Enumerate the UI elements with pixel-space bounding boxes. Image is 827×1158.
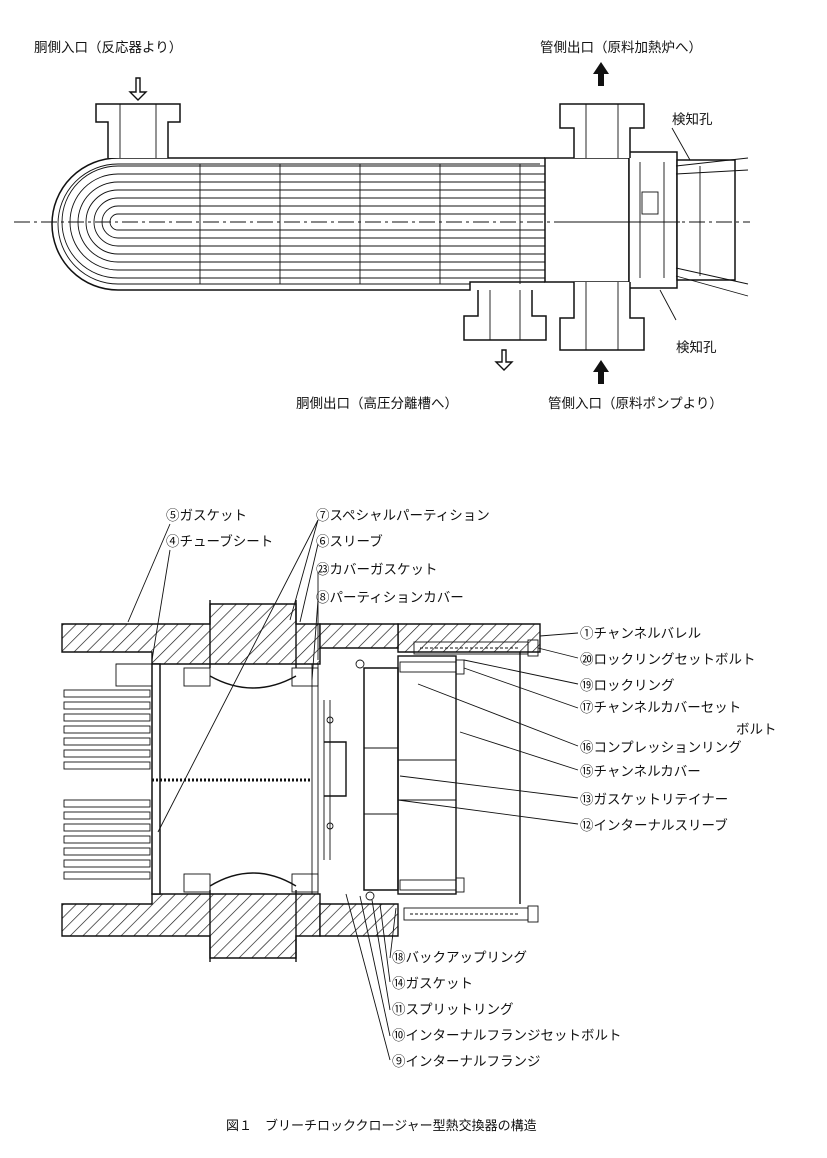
baffles: [199, 164, 521, 284]
tube-outlet-nozzle: [559, 103, 645, 158]
tube-end: [63, 859, 151, 868]
flow-arrow-shell-outlet: [494, 349, 514, 371]
part-label-channel-cover-setbolt-17-cont: ボルト: [736, 722, 777, 738]
label-tube-outlet: 管側出口（原料加熱炉へ）: [540, 40, 702, 56]
part-label-internal-sleeve-12: ⑫インターナルスリーブ: [580, 817, 728, 834]
tube-end: [63, 847, 151, 856]
shell-body: [51, 151, 736, 291]
flow-arrow-tube-outlet: [593, 62, 609, 86]
label-shell-outlet: 胴側出口（高圧分離槽へ）: [296, 395, 458, 412]
label-tube-inlet: 管側入口（原料ポンプより）: [548, 396, 723, 412]
part-label-special-partition-7: ⑦スペシャルパーティション: [316, 508, 490, 524]
internal-flanges: [183, 664, 319, 894]
part-label-tubesheet-4: ④チューブシート: [166, 533, 273, 550]
flow-arrow-shell-inlet: [128, 77, 148, 101]
tube-ends: [63, 689, 151, 880]
label-inspection-hole-top: 検知孔: [672, 111, 713, 128]
lockring-set-bolts: [403, 639, 539, 923]
tube-end: [63, 799, 151, 808]
u-tube: [93, 197, 545, 247]
shell-outlet-nozzle: [463, 290, 547, 341]
part-label-gasket-retainer-13: ⑬ガスケットリテイナー: [580, 792, 728, 808]
shell-inlet-nozzle: [95, 103, 181, 158]
part-label-partition-cover-8: ⑧パーティションカバー: [316, 590, 464, 606]
part-label-lockring-setbolt-20: ⑳ロックリングセットボルト: [580, 652, 756, 668]
u-tube: [85, 189, 545, 255]
tube-end: [63, 713, 151, 722]
closure-detail-section: ⑤ガスケット ④チューブシート ⑦スペシャルパーティション ⑥スリーブ ㉓カバー…: [61, 508, 777, 1070]
part-label-lockring-19: ⑲ロックリング: [580, 678, 675, 694]
part-label-internal-flange-9: ⑨インターナルフランジ: [392, 1054, 541, 1070]
part-label-internal-flange-setbolt-10: ⑩インターナルフランジセットボルト: [392, 1028, 622, 1044]
tube-end: [63, 701, 151, 710]
part-label-compression-ring-16: ⑯コンプレッションリング: [580, 740, 742, 756]
part-label-channel-cover-setbolt-17: ⑰チャンネルカバーセット: [580, 700, 741, 716]
leader-lines: [127, 519, 579, 1061]
part-label-gasket-14: ⑭ガスケット: [392, 976, 473, 992]
part-label-sleeve-6: ⑥スリーブ: [316, 533, 383, 550]
tube-end: [63, 689, 151, 698]
flow-arrow-tube-inlet: [593, 360, 609, 384]
part-label-channel-cover-15: ⑮チャンネルカバー: [580, 764, 701, 780]
channel-cover-set-bolts: [399, 659, 465, 893]
part-label-cover-gasket-23: ㉓カバーガスケット: [316, 562, 438, 578]
channel-internals: [560, 157, 749, 297]
tube-inlet-nozzle: [559, 282, 645, 351]
internal-sleeve: [363, 667, 399, 891]
tube-end: [63, 823, 151, 832]
channel-barrel-lower: [61, 893, 399, 959]
tube-end: [63, 761, 151, 770]
channel-barrel-upper: [61, 603, 541, 665]
tube-end: [63, 811, 151, 820]
exchanger-overview: 胴側入口（反応器より） 管側出口（原料加熱炉へ） 検知孔 検知孔 胴側出口（高圧…: [14, 40, 750, 412]
figure-caption: 図１ ブリーチロッククロージャー型熱交換器の構造: [226, 1118, 537, 1134]
tube-end: [63, 835, 151, 844]
tube-end: [63, 737, 151, 746]
tube-end: [63, 749, 151, 758]
channel-cover: [397, 652, 521, 904]
part-label-backup-ring-18: ⑱バックアップリング: [392, 950, 527, 966]
part-label-gasket-5: ⑤ガスケット: [166, 508, 247, 524]
tube-end: [63, 871, 151, 880]
label-shell-inlet: 胴側入口（反応器より）: [34, 40, 182, 56]
tube-end: [63, 725, 151, 734]
part-label-split-ring-11: ⑪スプリットリング: [392, 1002, 514, 1018]
part-label-channel-barrel-1: ①チャンネルバレル: [580, 626, 701, 642]
label-inspection-hole-bottom: 検知孔: [676, 339, 717, 356]
